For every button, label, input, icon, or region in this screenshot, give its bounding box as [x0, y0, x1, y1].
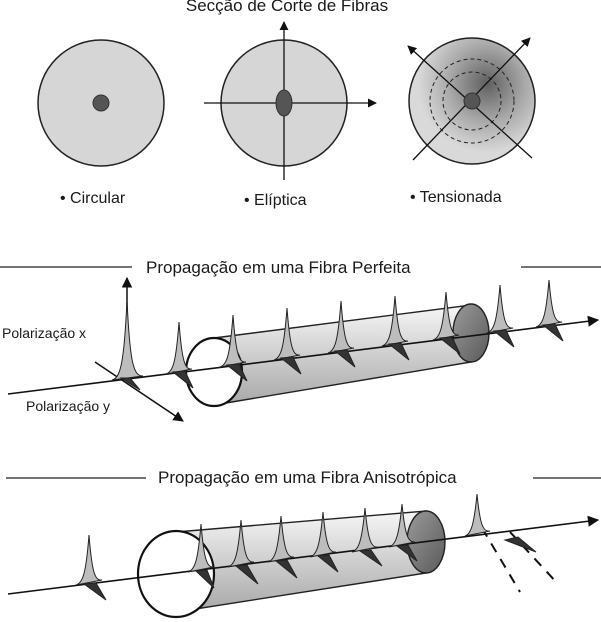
propagation-axis-arrow — [7, 515, 600, 595]
polarization-x-label: Polarização x — [2, 325, 86, 341]
pulse-train — [111, 279, 564, 391]
pulse-y — [438, 336, 461, 355]
pulse-y — [503, 536, 537, 553]
pulse-x — [219, 314, 247, 368]
pulse-x — [75, 534, 103, 586]
pulse-x — [327, 300, 355, 354]
output-dashed-path — [509, 531, 559, 585]
pulse-x — [388, 503, 416, 548]
polarization-y-arrow — [94, 361, 184, 422]
pulse-x — [227, 519, 255, 568]
cross-section-label-stressed: • Tensionada — [410, 189, 502, 206]
cross-section-label-elliptical: • Elíptica — [244, 192, 307, 209]
pulse-y — [492, 329, 515, 348]
pulse-x — [165, 321, 193, 375]
fiber-core-circle — [92, 94, 110, 112]
pulse-y — [395, 544, 418, 562]
polarization-y-label: Polarização y — [26, 398, 110, 414]
pulse-x — [267, 515, 295, 563]
pulse-x — [273, 307, 301, 361]
cross-section-circular: • Circular — [37, 39, 165, 207]
pulse-y — [358, 549, 383, 567]
output-dashed-path — [481, 527, 521, 593]
anisotropic-fiber-heading: Propagação em uma Fibra Anisotrópica — [158, 468, 457, 487]
pulse-y — [274, 559, 298, 579]
pulse-x — [309, 511, 337, 558]
cross-section-elliptical: • Elíptica — [204, 21, 377, 209]
stress-ring-outer — [429, 58, 515, 144]
pulse-y — [333, 349, 356, 368]
perfect-fiber-heading: Propagação em uma Fibra Perfeita — [146, 258, 411, 277]
perfect-fiber-panel: Propagação em uma Fibra Perfeita — [0, 258, 601, 422]
pulse-y — [171, 370, 194, 389]
pulse-y — [279, 356, 302, 375]
pulse-y — [541, 323, 564, 342]
pulse-y — [234, 564, 259, 585]
pulse-y — [225, 363, 248, 382]
pulse-x — [432, 291, 460, 341]
pulse-x — [187, 523, 215, 573]
pulse-y — [82, 582, 107, 601]
stress-ring-inner — [442, 71, 502, 131]
pulse-x — [351, 507, 379, 553]
pulse-x — [464, 493, 491, 537]
anisotropic-fiber-panel: Propagação em uma Fibra Anisotrópica — [6, 468, 601, 619]
pulse-y — [194, 569, 215, 589]
pulse-y — [316, 554, 339, 573]
fiber-entrance-face — [136, 529, 216, 619]
fiber-core-ellipse — [275, 89, 293, 117]
fiber-core-circle — [463, 92, 481, 110]
diagram-title: Secção de Corte de Fibras — [186, 0, 388, 15]
pulse-y — [387, 342, 410, 361]
pulse-train — [75, 493, 537, 601]
cross-section-label-circular: • Circular — [60, 190, 126, 207]
pulse-x — [381, 295, 409, 347]
pulse-x — [535, 279, 563, 328]
pulse-y — [119, 377, 141, 391]
pulse-x — [111, 299, 144, 381]
cross-section-stressed: • Tensionada — [407, 37, 536, 206]
pulse-x — [486, 284, 514, 334]
